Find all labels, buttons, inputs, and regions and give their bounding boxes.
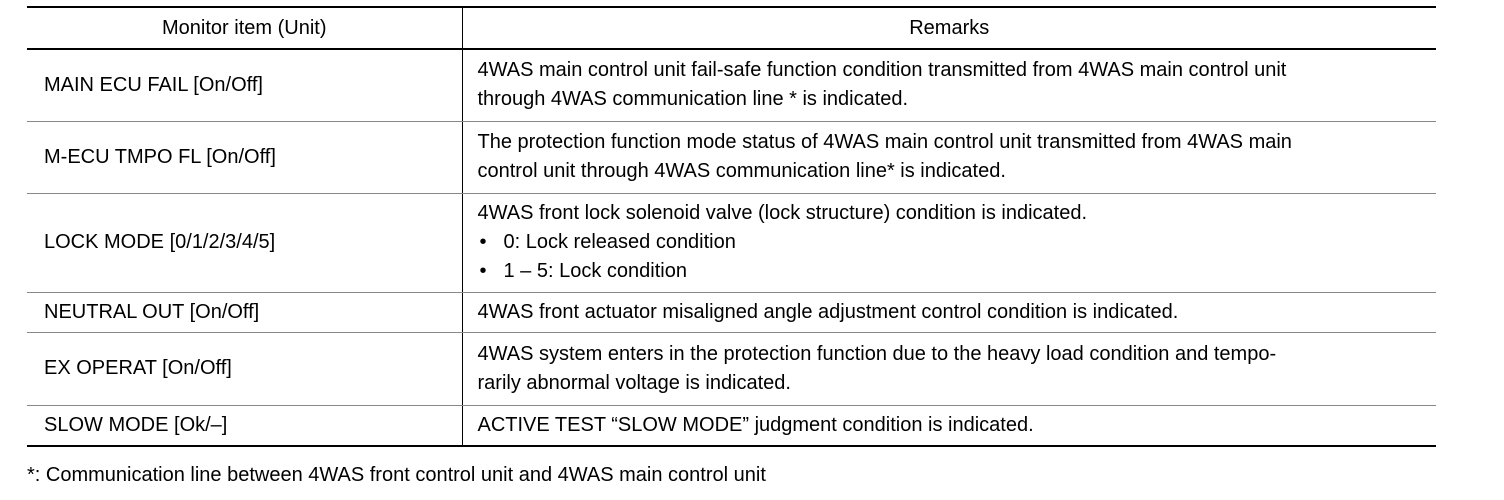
remarks-line: 4WAS front actuator misaligned angle adj…	[477, 300, 1179, 323]
remarks-line: through 4WAS communication line * is ind…	[477, 88, 909, 111]
remarks-line: control unit through 4WAS communication …	[477, 160, 1006, 182]
bullet-text: 1 – 5: Lock condition	[503, 260, 687, 282]
header-monitor-item: Monitor item (Unit)	[27, 6, 462, 50]
remarks-cell: 4WAS front actuator misaligned angle adj…	[461, 291, 1436, 333]
bullet-item: • 1 – 5: Lock condition	[478, 257, 1425, 286]
table-row: M-ECU TMPO FL [On/Off] The protection fu…	[27, 120, 1436, 194]
remarks-line: rarily abnormal voltage is indicated.	[477, 371, 792, 394]
remarks-line: 4WAS main control unit fail-safe functio…	[477, 59, 1287, 82]
monitor-item-table: Monitor item (Unit) Remarks MAIN ECU FAI…	[27, 6, 1436, 447]
monitor-item-cell: MAIN ECU FAIL [On/Off]	[27, 48, 462, 122]
remarks-line: ACTIVE TEST “SLOW MODE” judgment conditi…	[477, 413, 1034, 436]
table-row: SLOW MODE [Ok/–] ACTIVE TEST “SLOW MODE”…	[27, 404, 1436, 447]
table-row: EX OPERAT [On/Off] 4WAS system enters in…	[27, 331, 1436, 406]
footnote: *: Communication line between 4WAS front…	[27, 464, 766, 486]
monitor-item-cell: EX OPERAT [On/Off]	[27, 331, 462, 406]
header-remarks: Remarks	[461, 6, 1436, 50]
table-row: NEUTRAL OUT [On/Off] 4WAS front actuator…	[27, 291, 1436, 333]
remarks-line: The protection function mode status of 4…	[477, 131, 1292, 153]
remarks-line: 4WAS system enters in the protection fun…	[477, 342, 1277, 365]
bullet-icon: •	[479, 231, 487, 253]
monitor-item-cell: M-ECU TMPO FL [On/Off]	[27, 120, 462, 194]
remarks-cell: ACTIVE TEST “SLOW MODE” judgment conditi…	[461, 404, 1436, 447]
monitor-item-cell: NEUTRAL OUT [On/Off]	[27, 291, 462, 333]
bullet-item: • 0: Lock released condition	[478, 228, 1425, 257]
remarks-cell: 4WAS front lock solenoid valve (lock str…	[461, 192, 1436, 293]
table-header-row: Monitor item (Unit) Remarks	[27, 6, 1436, 50]
monitor-item-cell: LOCK MODE [0/1/2/3/4/5]	[27, 192, 462, 293]
table-row: LOCK MODE [0/1/2/3/4/5] 4WAS front lock …	[27, 192, 1436, 293]
remarks-cell: 4WAS system enters in the protection fun…	[461, 331, 1436, 406]
remarks-line: 4WAS front lock solenoid valve (lock str…	[477, 202, 1088, 224]
table-row: MAIN ECU FAIL [On/Off] 4WAS main control…	[27, 48, 1436, 122]
bullet-icon: •	[479, 260, 487, 282]
monitor-item-cell: SLOW MODE [Ok/–]	[27, 404, 462, 447]
remarks-cell: The protection function mode status of 4…	[461, 120, 1436, 194]
remarks-cell: 4WAS main control unit fail-safe functio…	[461, 48, 1436, 122]
bullet-text: 0: Lock released condition	[503, 231, 736, 253]
